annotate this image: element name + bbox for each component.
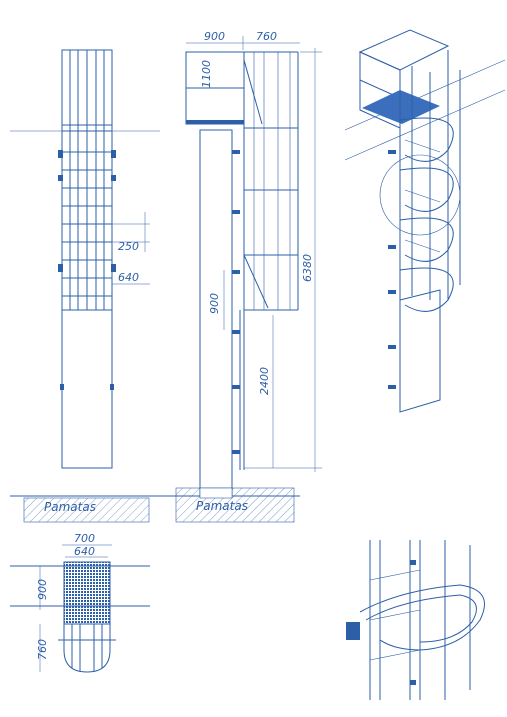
plan-view: 700 640 900 760 [10, 532, 150, 673]
dim-plan-640: 640 [74, 545, 95, 558]
dim-plan-700: 700 [74, 532, 95, 545]
dim-side-6380: 6380 [301, 254, 314, 282]
front-cage [58, 49, 116, 311]
dim-front-640-text: 640 [118, 271, 139, 284]
isometric-view [344, 29, 506, 413]
isometric-wall-plate [399, 289, 441, 413]
dim-side-2400: 2400 [258, 367, 271, 395]
front-foundation [23, 497, 150, 523]
isometric-cage [399, 50, 461, 312]
pamatas-right-label: Pamatas [196, 499, 248, 513]
dim-side-1100: 1100 [200, 60, 213, 88]
dim-front-250: 250 [112, 212, 150, 253]
dim-side-900-mid: 900 [208, 293, 221, 314]
detail-hoop [359, 584, 485, 651]
side-cage [232, 51, 299, 454]
dim-side-900-top: 900 [204, 30, 225, 43]
dim-plan-900: 900 [36, 579, 49, 600]
side-view: 900 760 1100 [170, 30, 322, 523]
side-foundation [175, 487, 295, 523]
dim-side-760-top: 760 [256, 30, 277, 43]
dim-front-640: 640 [112, 271, 150, 285]
pamatas-left-label: Pamatas [44, 500, 96, 514]
plan-grating [63, 561, 111, 625]
detail-bracket [346, 622, 360, 640]
detail-callout-circle [379, 154, 461, 236]
front-wall-plate [61, 309, 113, 469]
dim-plan-760: 760 [36, 639, 49, 660]
dim-front-250-text: 250 [118, 240, 139, 253]
isometric-grating [362, 90, 440, 124]
detail-view [346, 540, 485, 700]
front-view: 250 640 Pamatas [10, 49, 170, 523]
